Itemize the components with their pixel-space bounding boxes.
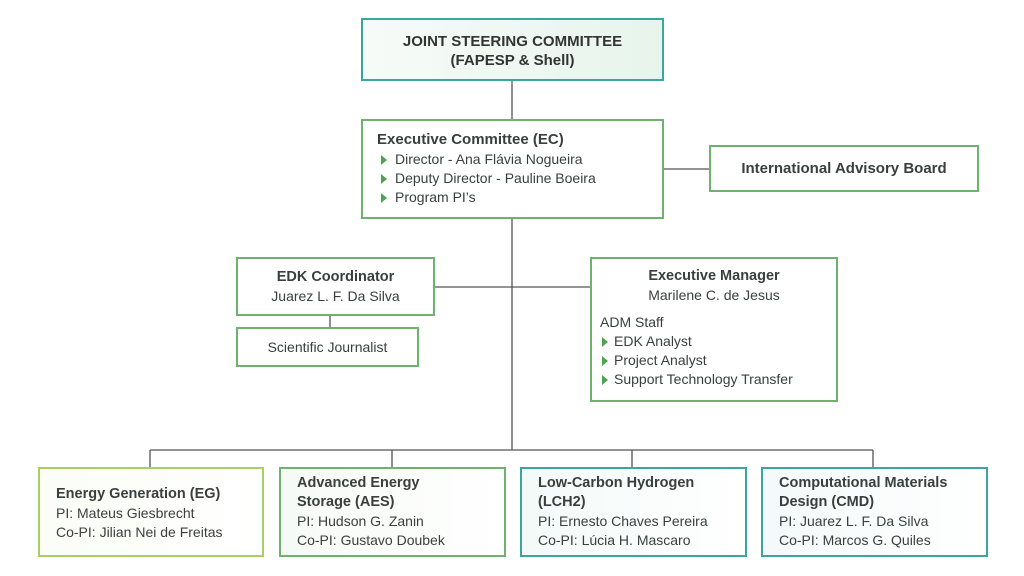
area-advanced-energy-storage-box: Advanced Energy Storage (AES) PI: Hudson…	[279, 467, 506, 557]
international-advisory-board-box: International Advisory Board	[709, 145, 979, 192]
area-pi: PI: Juarez L. F. Da Silva	[779, 513, 929, 529]
list-item: Support Technology Transfer	[592, 370, 836, 389]
executive-committee-box: Executive Committee (EC) Director - Ana …	[361, 119, 664, 219]
advisory-board-title: International Advisory Board	[741, 160, 947, 177]
area-title: Computational Materials	[779, 475, 948, 491]
list-item: Deputy Director - Pauline Boeira	[377, 169, 662, 188]
list-item: Project Analyst	[592, 351, 836, 370]
executive-manager-box: Executive Manager Marilene C. de Jesus A…	[590, 257, 838, 402]
executive-committee-title: Executive Committee (EC)	[377, 131, 564, 148]
bullet-arrow-icon	[602, 374, 608, 385]
bullet-arrow-icon	[602, 355, 608, 366]
area-title: Advanced Energy	[297, 475, 420, 491]
area-copi: Co-PI: Gustavo Doubek	[297, 532, 445, 548]
edk-coordinator-title: EDK Coordinator	[276, 269, 395, 285]
adm-staff-label: ADM Staff	[600, 314, 664, 330]
area-computational-materials-box: Computational Materials Design (CMD) PI:…	[761, 467, 988, 557]
scientific-journalist-title: Scientific Journalist	[267, 339, 388, 355]
area-title-line2: Storage (AES)	[297, 494, 395, 510]
bullet-arrow-icon	[381, 192, 387, 203]
area-title: Energy Generation (EG)	[56, 486, 221, 502]
area-pi: PI: Hudson G. Zanin	[297, 513, 424, 529]
area-pi: PI: Ernesto Chaves Pereira	[538, 513, 708, 529]
area-energy-generation-box: Energy Generation (EG) PI: Mateus Giesbr…	[38, 467, 264, 557]
edk-coordinator-name: Juarez L. F. Da Silva	[271, 288, 400, 304]
executive-manager-name: Marilene C. de Jesus	[648, 287, 780, 303]
joint-steering-committee-box: JOINT STEERING COMMITTEE (FAPESP & Shell…	[361, 18, 664, 81]
joint-steering-title: JOINT STEERING COMMITTEE	[402, 33, 623, 50]
area-low-carbon-hydrogen-box: Low-Carbon Hydrogen (LCH2) PI: Ernesto C…	[520, 467, 747, 557]
area-title-line2: Design (CMD)	[779, 494, 875, 510]
edk-coordinator-box: EDK Coordinator Juarez L. F. Da Silva	[236, 257, 435, 316]
area-copi: Co-PI: Lúcia H. Mascaro	[538, 532, 691, 548]
area-copi: Co-PI: Marcos G. Quiles	[779, 532, 931, 548]
joint-steering-subtitle: (FAPESP & Shell)	[450, 52, 575, 69]
area-title: Low-Carbon Hydrogen	[538, 475, 695, 491]
scientific-journalist-box: Scientific Journalist	[236, 327, 419, 367]
area-title-line2: (LCH2)	[538, 494, 586, 510]
bullet-arrow-icon	[381, 154, 387, 165]
executive-manager-title: Executive Manager	[648, 268, 780, 284]
list-item: EDK Analyst	[592, 332, 836, 351]
bullet-arrow-icon	[381, 173, 387, 184]
area-pi: PI: Mateus Giesbrecht	[56, 505, 195, 521]
bullet-arrow-icon	[602, 336, 608, 347]
area-copi: Co-PI: Jilian Nei de Freitas	[56, 524, 223, 540]
list-item: Program PI’s	[377, 188, 662, 207]
list-item: Director - Ana Flávia Nogueira	[377, 150, 662, 169]
